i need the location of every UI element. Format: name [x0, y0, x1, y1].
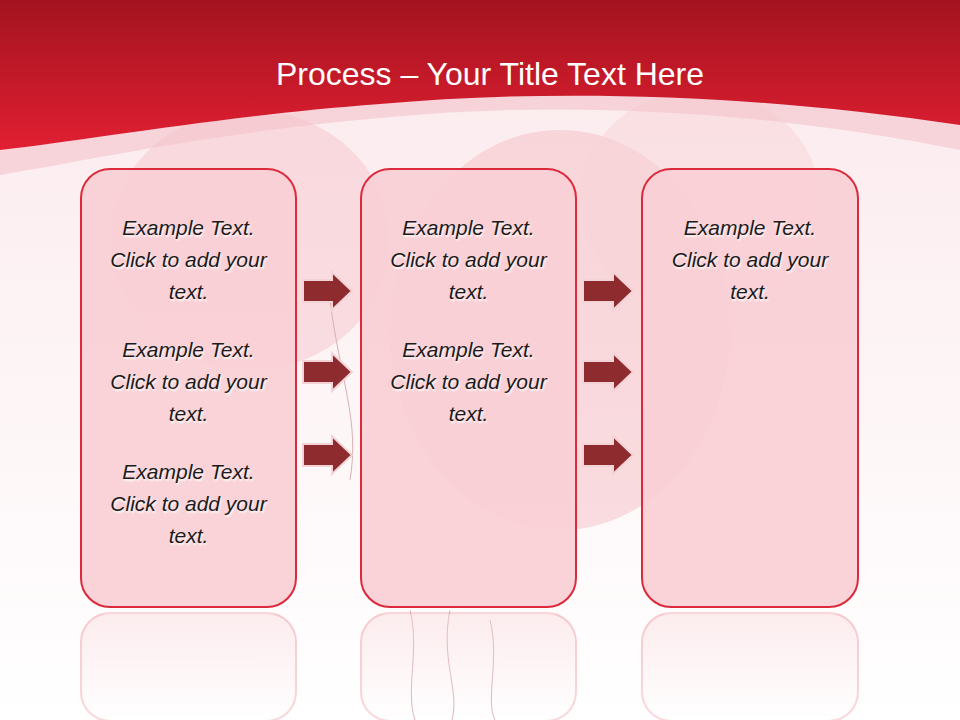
block-arrow-shape [583, 436, 633, 474]
box-text: Example Text. Click to add your text. [104, 212, 274, 308]
process-box: Example Text. Click to add your text. Exa… [80, 168, 297, 608]
block-arrow-shape [303, 272, 352, 310]
block-arrow [583, 353, 633, 391]
box-text: Example Text. Click to add your text. [665, 212, 835, 308]
block-arrow [303, 272, 352, 310]
process-box: Example Text. Click to add your text. Exa… [360, 168, 577, 608]
box-text: Example Text. Click to add your text. [104, 334, 274, 430]
box-reflection [80, 612, 297, 720]
process-box: Example Text. Click to add your text. [641, 168, 859, 608]
block-arrow [583, 436, 633, 474]
box-text: Example Text. Click to add your text. [104, 456, 274, 552]
block-arrow-shape [583, 272, 633, 310]
slide-title: Process – Your Title Text Here [100, 52, 880, 96]
box-reflection [360, 612, 577, 720]
box-text: Example Text. Click to add your text. [384, 334, 554, 430]
block-arrow-shape [303, 353, 352, 391]
block-arrow [303, 436, 352, 474]
block-arrow [583, 272, 633, 310]
block-arrow-shape [583, 353, 633, 391]
box-reflection [641, 612, 859, 720]
block-arrow [303, 353, 352, 391]
block-arrow-shape [303, 436, 352, 474]
box-text: Example Text. Click to add your text. [384, 212, 554, 308]
